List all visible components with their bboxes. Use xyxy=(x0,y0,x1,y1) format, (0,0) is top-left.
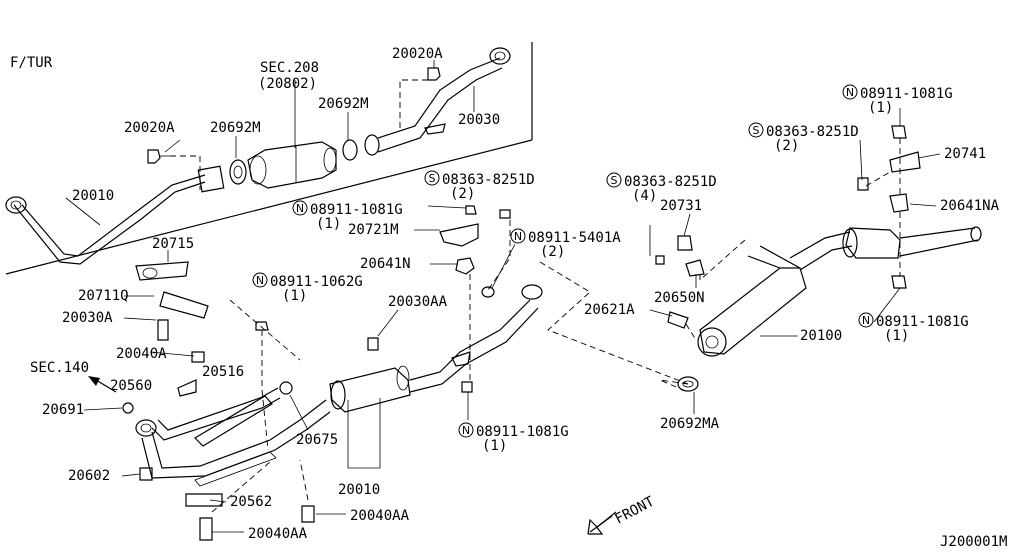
diagram-code: J200001M xyxy=(940,534,1007,550)
callout-20675: 20675 xyxy=(296,432,338,448)
labels: F/TUR 20020A SEC.208 (20802) 20692M 2003… xyxy=(10,46,1007,550)
svg-text:S: S xyxy=(611,174,618,187)
callout-08911-1081G-mid-qty: (1) xyxy=(316,216,341,232)
callout-20040AA-right: 20040AA xyxy=(350,508,410,524)
callout-20516: 20516 xyxy=(202,364,244,380)
callout-20691: 20691 xyxy=(42,402,84,418)
callout-08363-tr: 08363-8251D xyxy=(766,124,859,140)
callout-20560: 20560 xyxy=(110,378,152,394)
front-pipe-inset xyxy=(5,159,247,265)
center-muffler xyxy=(329,365,411,413)
dashed-connectors xyxy=(211,138,901,513)
variant-label: F/TUR xyxy=(10,55,53,71)
callout-20020A-top: 20020A xyxy=(392,46,443,62)
svg-text:N: N xyxy=(846,86,854,99)
callout-20692MA: 20692MA xyxy=(660,416,720,432)
heat-shield-20516 xyxy=(194,395,277,487)
turbo-inset-frame xyxy=(5,42,533,275)
catalytic-converter xyxy=(247,141,337,189)
callout-08911-1081G-tr-qty: (1) xyxy=(868,100,893,116)
callout-08911-5401A: 08911-5401A xyxy=(528,230,621,246)
callout-20030A: 20030A xyxy=(62,310,113,326)
svg-text:N: N xyxy=(462,424,470,437)
callout-20010-top: 20010 xyxy=(72,188,114,204)
hangers-nuts xyxy=(139,125,921,541)
callout-08911-1081G-rb: 08911-1081G xyxy=(876,314,969,330)
intermediate-pipe xyxy=(299,284,543,431)
callout-sec208-ref: (20802) xyxy=(258,76,317,92)
callout-20010-bottom: 20010 xyxy=(338,482,380,498)
callout-08911-1062G: 08911-1062G xyxy=(270,274,363,290)
callout-20641NA: 20641NA xyxy=(940,198,1000,214)
callout-20692M-top: 20692M xyxy=(318,96,369,112)
callout-20040AA-bottom: 20040AA xyxy=(248,526,308,542)
callout-08911-1081G-low-qty: (1) xyxy=(482,438,507,454)
callout-08911-1081G-low: 08911-1081G xyxy=(476,424,569,440)
svg-text:N: N xyxy=(296,202,304,215)
svg-text:N: N xyxy=(514,230,522,243)
svg-text:N: N xyxy=(256,274,264,287)
callout-20650N: 20650N xyxy=(654,290,705,306)
svg-text:N: N xyxy=(862,314,870,327)
callout-20562: 20562 xyxy=(230,494,272,510)
sec140-arrow xyxy=(88,376,117,393)
leader-lines xyxy=(65,80,941,533)
callout-sec140: SEC.140 xyxy=(30,360,89,376)
callout-20020A-left: 20020A xyxy=(124,120,175,136)
gaskets xyxy=(122,286,699,414)
callout-20621A: 20621A xyxy=(584,302,635,318)
callout-08363-mid-qty: (2) xyxy=(450,186,475,202)
svg-text:S: S xyxy=(753,124,760,137)
bracket-20715 xyxy=(135,261,209,319)
callout-sec208: SEC.208 xyxy=(260,60,319,76)
inset-pipe-20030 xyxy=(342,47,511,161)
callout-20100: 20100 xyxy=(800,328,842,344)
callout-20602: 20602 xyxy=(68,468,110,484)
callout-08363-tr-qty: (2) xyxy=(774,138,799,154)
callout-20030AA: 20030AA xyxy=(388,294,448,310)
callout-08911-1081G-mid: 08911-1081G xyxy=(310,202,403,218)
callout-20731: 20731 xyxy=(660,198,702,214)
callout-08363-4: 08363-8251D xyxy=(624,174,717,190)
callout-20741: 20741 xyxy=(944,146,986,162)
callout-08363-4-qty: (4) xyxy=(632,188,657,204)
callout-08363-mid: 08363-8251D xyxy=(442,172,535,188)
inset-bolts xyxy=(147,60,441,164)
rear-muffler xyxy=(697,226,982,357)
callout-20030: 20030 xyxy=(458,112,500,128)
callout-20721M: 20721M xyxy=(348,222,399,238)
front-arrow-icon xyxy=(587,511,617,535)
callout-20692M-left: 20692M xyxy=(210,120,261,136)
callout-20040A: 20040A xyxy=(116,346,167,362)
svg-text:S: S xyxy=(429,172,436,185)
front-label: FRONT xyxy=(612,493,657,527)
callout-08911-1062G-qty: (1) xyxy=(282,288,307,304)
callout-20711Q: 20711Q xyxy=(78,288,129,304)
callout-20641N: 20641N xyxy=(360,256,411,272)
callout-08911-5401A-qty: (2) xyxy=(540,244,565,260)
callout-08911-1081G-tr: 08911-1081G xyxy=(860,86,953,102)
front-pipe-main xyxy=(135,387,307,479)
callout-08911-1081G-rb-qty: (1) xyxy=(884,328,909,344)
callout-20715: 20715 xyxy=(152,236,194,252)
